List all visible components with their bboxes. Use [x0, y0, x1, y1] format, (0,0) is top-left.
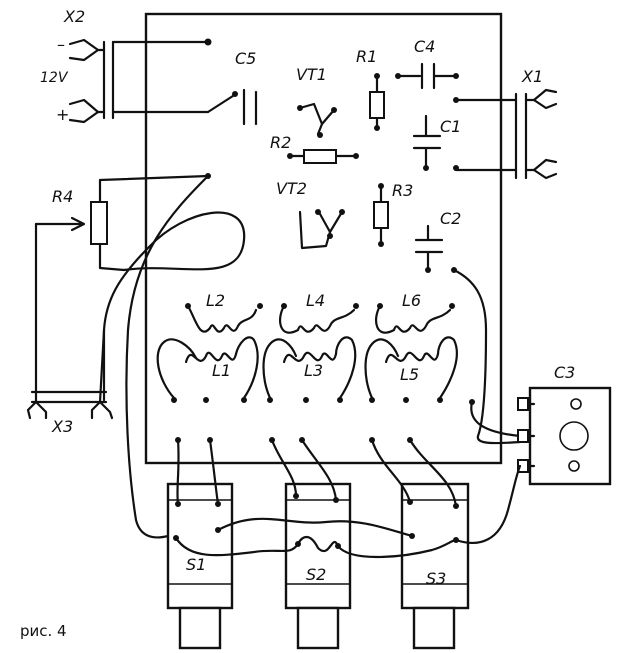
- label-12v: 12V: [40, 70, 69, 86]
- wire-to-c3-lower: [470, 400, 522, 438]
- wire-cross-1: [216, 517, 414, 538]
- connector-x1: [453, 88, 558, 180]
- label-l5: L5: [400, 365, 419, 384]
- wire-c2-to-c3: [452, 268, 522, 445]
- resistor-r3: [373, 183, 389, 247]
- label-vt1: VT1: [296, 65, 327, 84]
- variable-capacitor-c3: [517, 386, 612, 486]
- connector-x3: [26, 222, 114, 420]
- label-x2: X2: [63, 7, 85, 26]
- label-r3: R3: [392, 181, 413, 200]
- coil-l5-l6: [364, 303, 458, 403]
- transistor-vt1: [297, 102, 337, 138]
- wire-loop-r4: [102, 211, 246, 402]
- resistor-r1: [369, 73, 385, 131]
- wire-pins-s3: [370, 438, 458, 508]
- resistor-r2: [287, 149, 359, 164]
- wire-cross-2: [174, 535, 458, 559]
- capacitor-c4: [395, 62, 459, 90]
- wire-r4-to-s1: [125, 174, 210, 539]
- capacitor-c1: [412, 114, 442, 171]
- coil-l3-l4: [262, 303, 359, 403]
- switch-s3: [400, 482, 470, 650]
- label-x3: X3: [51, 417, 73, 436]
- connector-x2: [68, 38, 210, 124]
- label-c1: C1: [440, 117, 461, 136]
- label-l1: L1: [212, 361, 231, 380]
- label-r4: R4: [52, 187, 73, 206]
- label-plus: +: [56, 105, 69, 124]
- label-l2: L2: [206, 291, 225, 310]
- potentiometer-r4: [34, 173, 211, 272]
- label-l6: L6: [402, 291, 421, 310]
- wire-pins-s2: [270, 438, 338, 502]
- label-c3: C3: [554, 363, 575, 382]
- coil-l1-l2: [156, 303, 263, 403]
- wire-s3-to-c3: [454, 464, 522, 544]
- label-l3: L3: [304, 361, 323, 380]
- label-minus: –: [57, 35, 65, 54]
- label-s1: S1: [186, 555, 206, 574]
- label-r2: R2: [270, 133, 291, 152]
- label-c4: C4: [414, 37, 435, 56]
- wire-pins-s1: [176, 438, 220, 506]
- label-vt2: VT2: [276, 179, 307, 198]
- circuit-board: [144, 12, 503, 465]
- label-c5: C5: [235, 49, 256, 68]
- label-l4: L4: [306, 291, 325, 310]
- capacitor-c5: [204, 38, 258, 126]
- label-c2: C2: [440, 209, 461, 228]
- label-x1: X1: [521, 67, 543, 86]
- label-s3: S3: [426, 569, 446, 588]
- figure-caption: рис. 4: [20, 622, 67, 640]
- label-s2: S2: [306, 565, 326, 584]
- transistor-vt2: [298, 209, 345, 250]
- label-r1: R1: [356, 47, 377, 66]
